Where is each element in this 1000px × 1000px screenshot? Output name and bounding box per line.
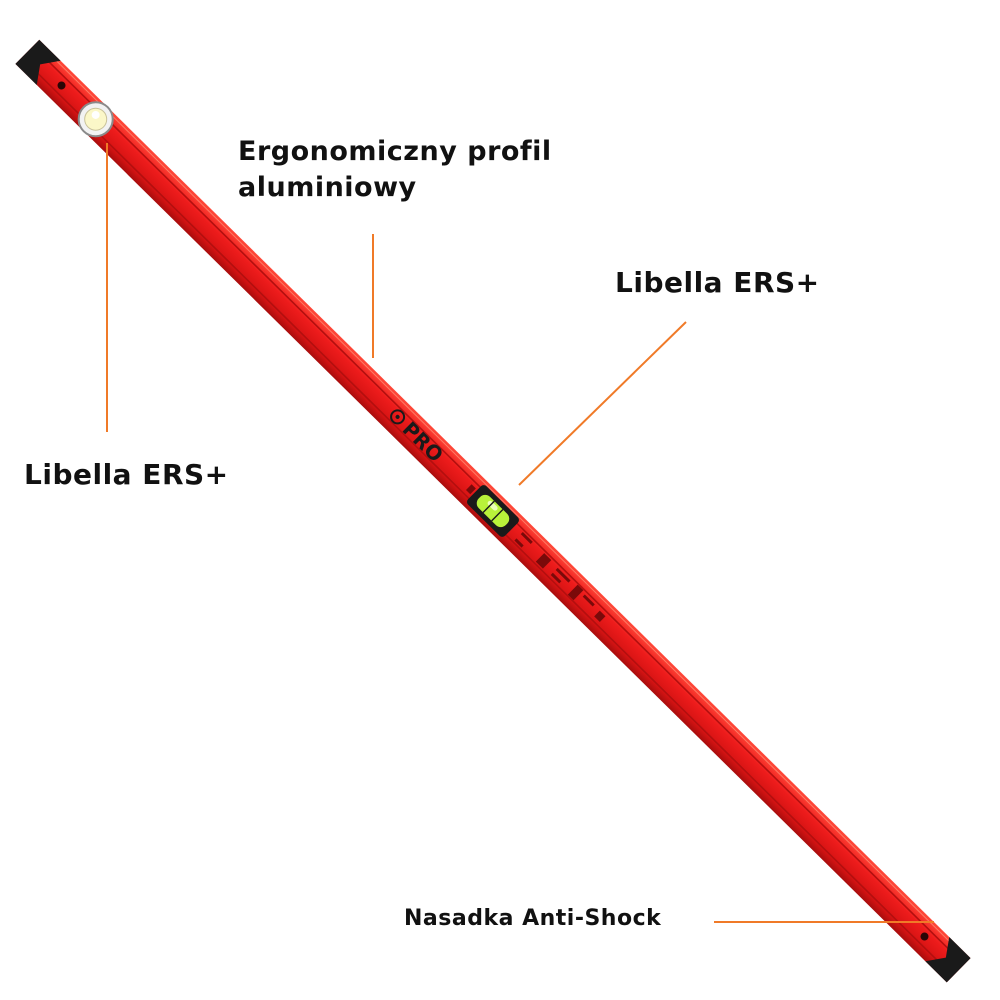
vial-vertical <box>77 101 114 138</box>
mount-hole-left <box>57 81 66 90</box>
end-cap-right <box>925 937 971 983</box>
level-highlight <box>46 51 959 951</box>
end-cap-left <box>15 39 61 85</box>
callout-profile-line2: aluminiowy <box>238 172 417 203</box>
leader-libella-center <box>518 321 687 486</box>
callout-profile-line1: Ergonomiczny profil <box>238 136 552 167</box>
spirit-level: PRO <box>15 39 971 983</box>
callout-libella-center: Libella ERS+ <box>615 266 820 299</box>
callout-libella-left: Libella ERS+ <box>24 458 229 491</box>
callout-end-cap: Nasadka Anti-Shock <box>404 906 662 931</box>
mount-hole-right <box>920 932 929 941</box>
imprint-markings <box>465 484 606 622</box>
leader-lines <box>106 143 934 923</box>
vial-horizontal <box>467 485 519 537</box>
callout-profile: Ergonomiczny profil aluminiowy <box>238 134 552 206</box>
